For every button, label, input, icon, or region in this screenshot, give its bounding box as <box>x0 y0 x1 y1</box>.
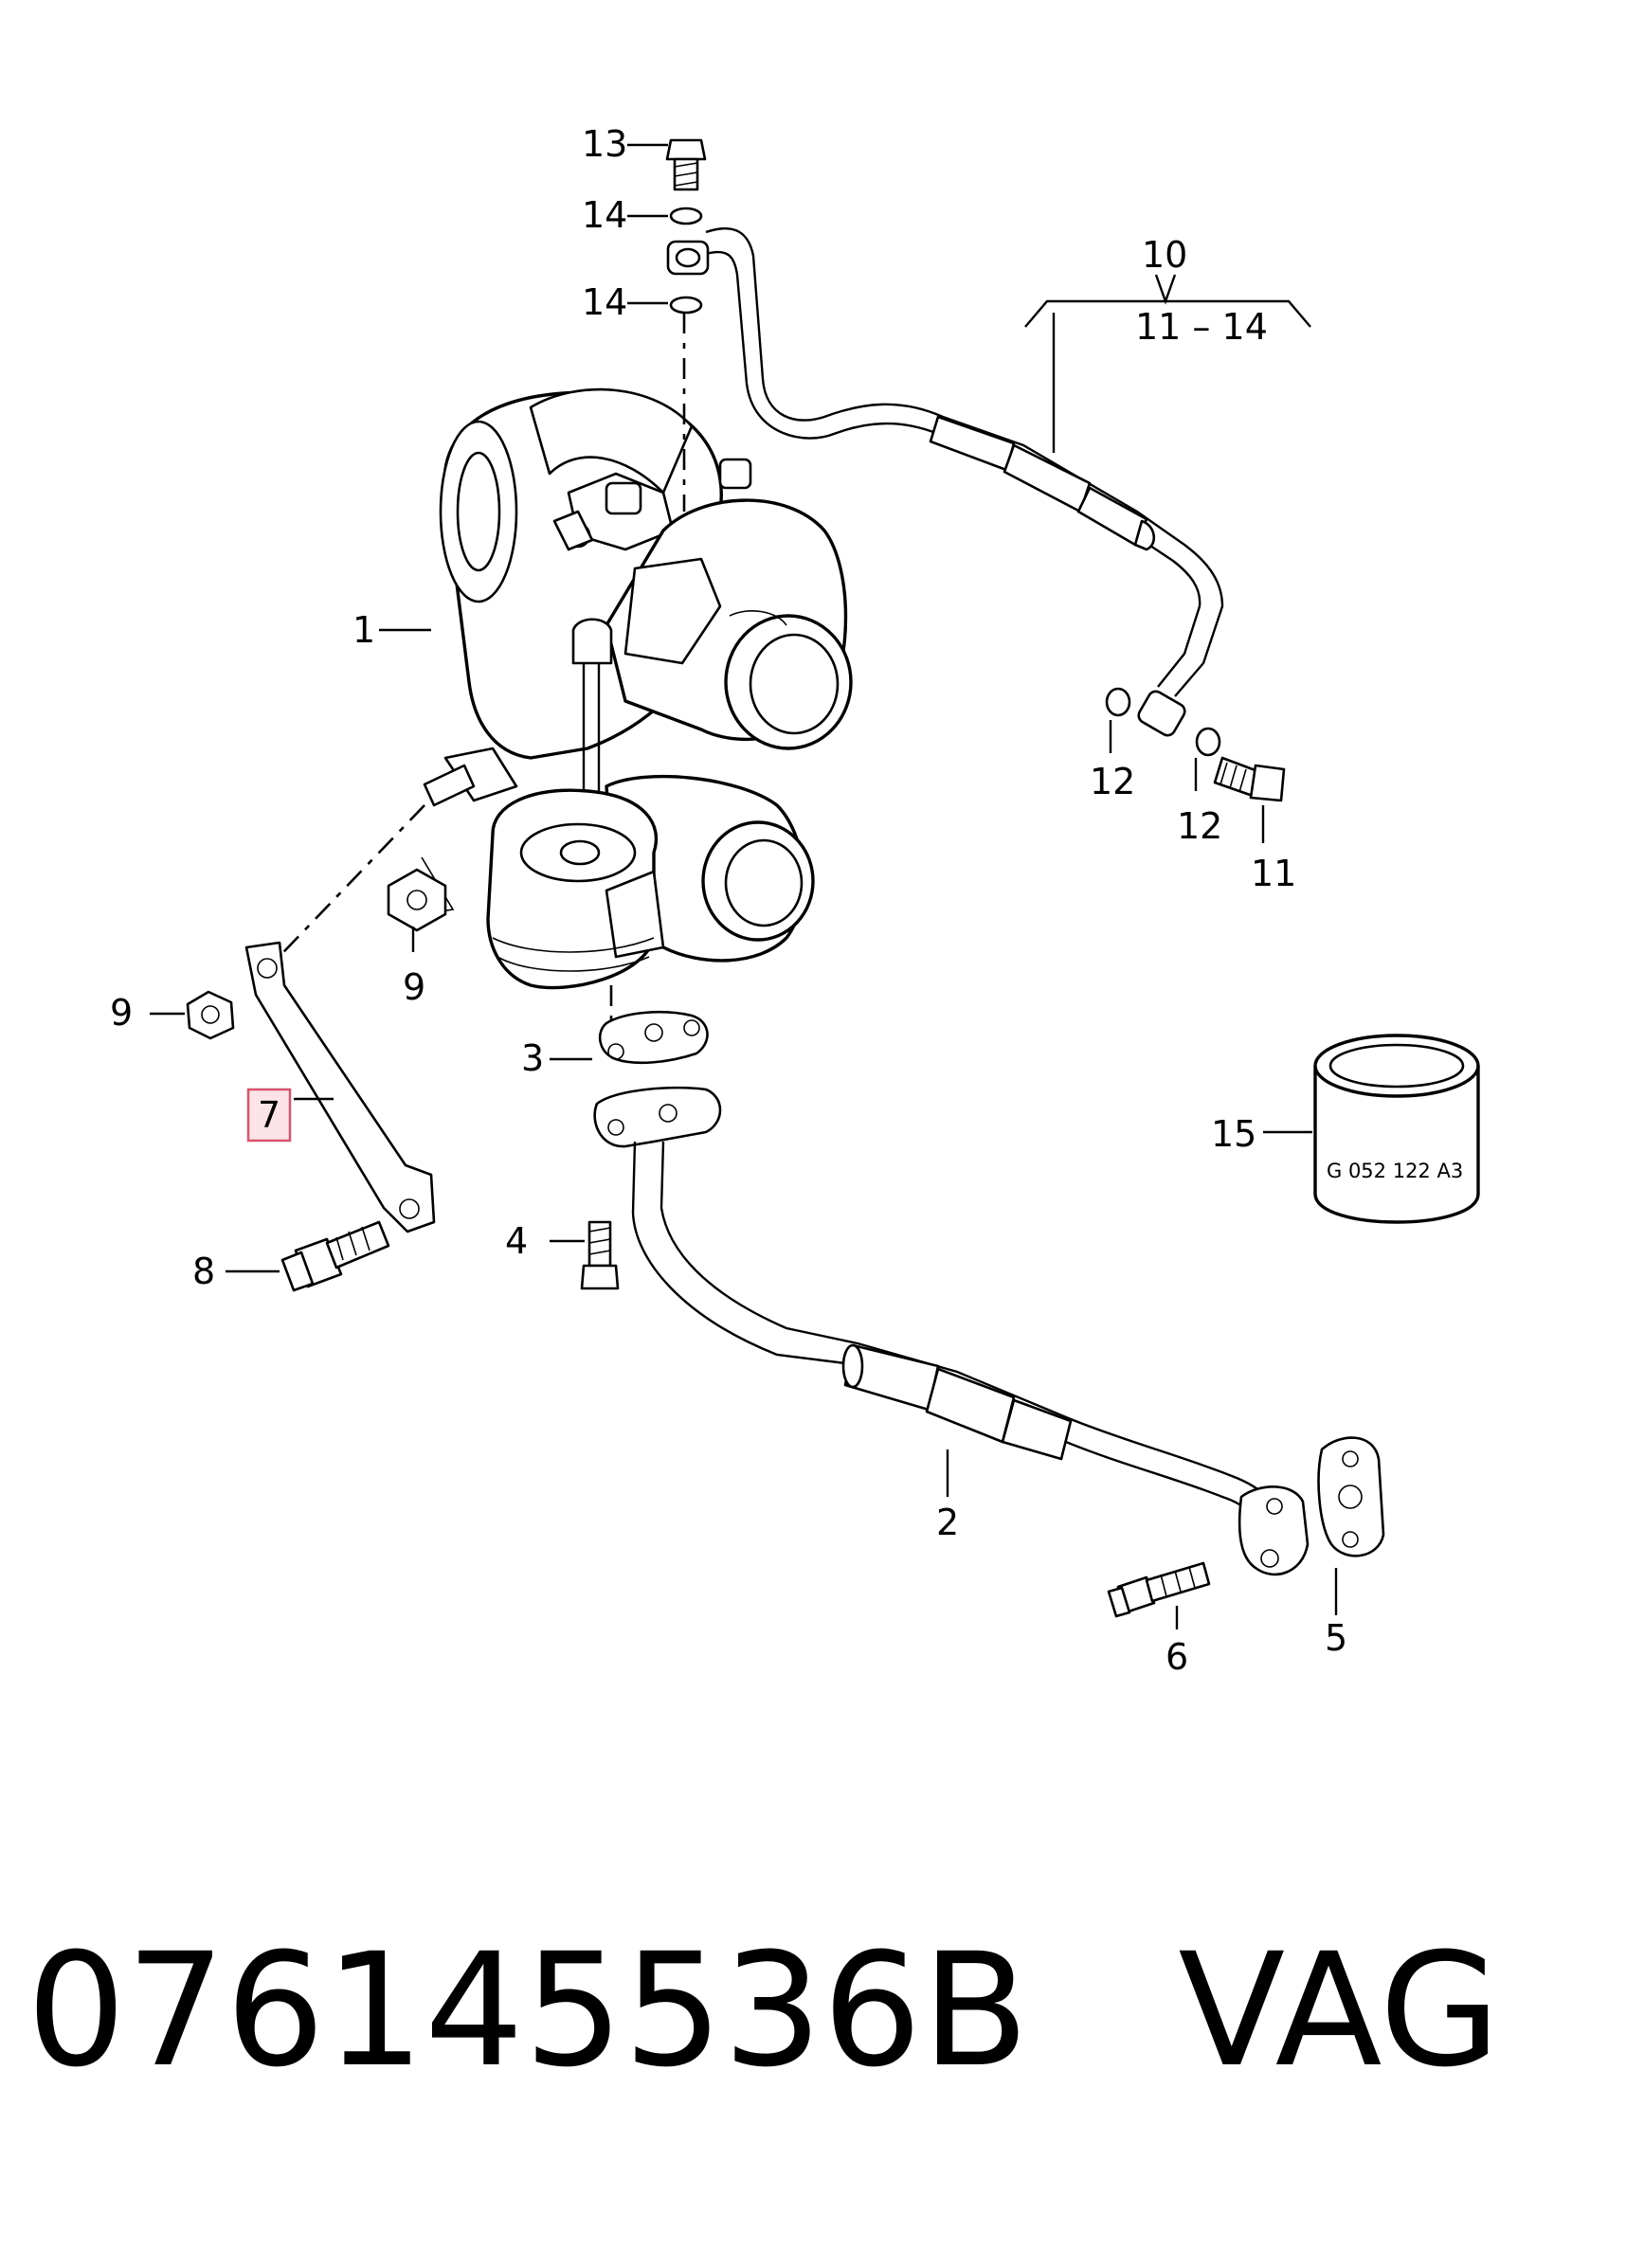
banjo-bolt-11 <box>1213 756 1286 802</box>
sleeve-marking: G 052 122 A3 <box>1327 1160 1463 1182</box>
callout-7: 7 <box>258 1094 280 1136</box>
callout-5: 5 <box>1325 1617 1347 1659</box>
return-flange <box>593 1086 722 1148</box>
stud <box>423 764 476 807</box>
gasket-5 <box>1317 1436 1385 1557</box>
part-number: 076145536B <box>27 1919 1029 2101</box>
brand-name: VAG <box>1178 1919 1501 2101</box>
leader-lines <box>150 143 1338 1629</box>
callout-14a: 14 <box>582 194 627 236</box>
banjo-bolt-13 <box>665 138 707 191</box>
callout-15: 15 <box>1211 1113 1256 1155</box>
callout-12a: 12 <box>1090 761 1135 802</box>
callout-9a: 9 <box>110 992 133 1034</box>
callout-8: 8 <box>192 1251 215 1292</box>
group-bracket <box>1024 299 1311 328</box>
callout-9b: 9 <box>403 966 425 1008</box>
bolt-6 <box>1107 1561 1211 1618</box>
stud-bolt-8 <box>280 1220 390 1292</box>
turbocharger <box>439 387 853 990</box>
callout-11: 11 <box>1251 853 1296 894</box>
callout-10: 10 <box>1142 234 1187 276</box>
oil-supply-line <box>666 227 1224 737</box>
seal-ring-14b <box>669 296 703 315</box>
gasket-3 <box>598 1011 709 1065</box>
callout-11-14: 11 – 14 <box>1135 306 1268 348</box>
callout-1: 1 <box>352 609 375 651</box>
callout-4: 4 <box>505 1220 528 1262</box>
callout-12b: 12 <box>1177 805 1222 847</box>
callout-2: 2 <box>936 1502 959 1543</box>
seal-ring-12a <box>1105 687 1131 717</box>
sleeve-15: G 052 122 A3 <box>1313 1034 1480 1224</box>
seal-ring-14a <box>669 207 703 225</box>
hex-nut-9b <box>387 868 447 932</box>
callout-14b: 14 <box>582 281 627 323</box>
callout-7-highlight <box>246 1088 292 1143</box>
callout-13: 13 <box>582 123 627 165</box>
callout-6: 6 <box>1165 1636 1188 1678</box>
bolt-4 <box>580 1220 620 1290</box>
oil-return-line <box>631 1141 1310 1576</box>
hex-nut-9a <box>186 990 235 1040</box>
seal-ring-12b <box>1195 727 1221 757</box>
support-bracket-7 <box>244 941 436 1233</box>
callout-3: 3 <box>521 1037 544 1079</box>
part-caption: 076145536B VAG <box>27 1933 1501 2089</box>
